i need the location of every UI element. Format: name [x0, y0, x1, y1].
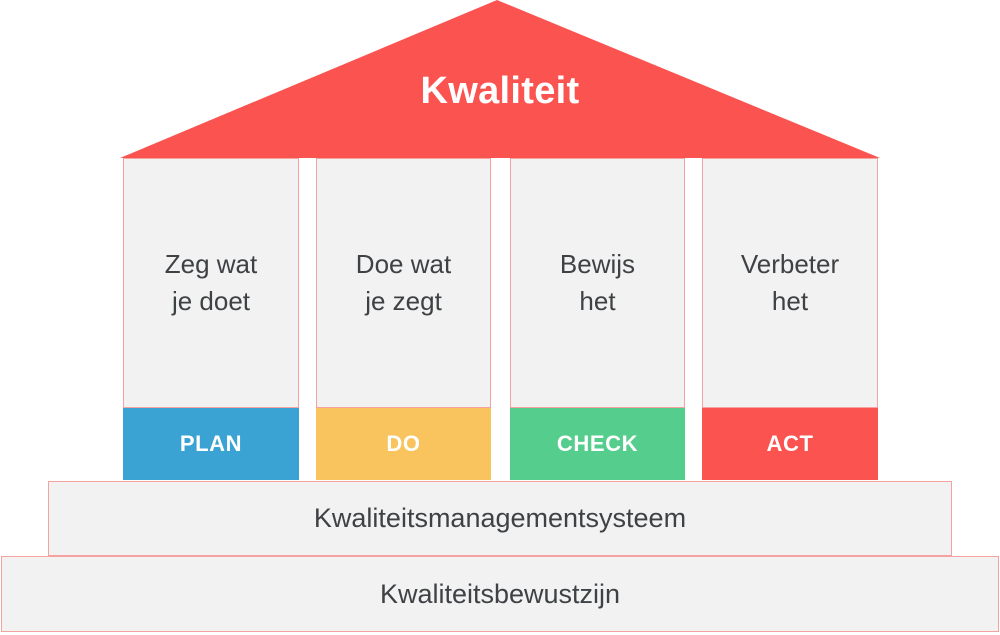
foundation-bar-quality-management-system[interactable]: Kwaliteitsmanagementsysteem	[48, 481, 952, 556]
roof-triangle	[120, 0, 880, 158]
pdca-bar-check[interactable]: CHECK	[510, 408, 685, 480]
pillar-check-label: Bewijs het	[559, 249, 636, 316]
pillar-plan-label: Zeg wat je doet	[164, 249, 258, 316]
pdca-bar-plan[interactable]: PLAN	[123, 408, 299, 480]
pillar-act[interactable]: Verbeter het	[702, 158, 878, 408]
pillar-check[interactable]: Bewijs het	[510, 158, 685, 408]
foundation-bar-quality-management-system-label: Kwaliteitsmanagementsysteem	[313, 503, 687, 533]
foundation-bar-quality-awareness[interactable]: Kwaliteitsbewustzijn	[1, 556, 999, 632]
pdca-bar-check-label: CHECK	[556, 431, 639, 456]
pdca-bar-do-label: DO	[386, 431, 421, 456]
pdca-bar-act-label: ACT	[766, 431, 814, 456]
pdca-bar-plan-label: PLAN	[179, 431, 243, 456]
pillar-plan[interactable]: Zeg wat je doet	[123, 158, 299, 408]
pdca-bar-act[interactable]: ACT	[702, 408, 878, 480]
foundation-bar-quality-awareness-label: Kwaliteitsbewustzijn	[379, 578, 621, 609]
roof-shape	[0, 0, 1000, 160]
pdca-bar-do[interactable]: DO	[316, 408, 491, 480]
pillar-act-label: Verbeter het	[740, 249, 840, 316]
pillar-do-label: Doe wat je zegt	[355, 249, 452, 316]
pillar-do[interactable]: Doe wat je zegt	[316, 158, 491, 408]
